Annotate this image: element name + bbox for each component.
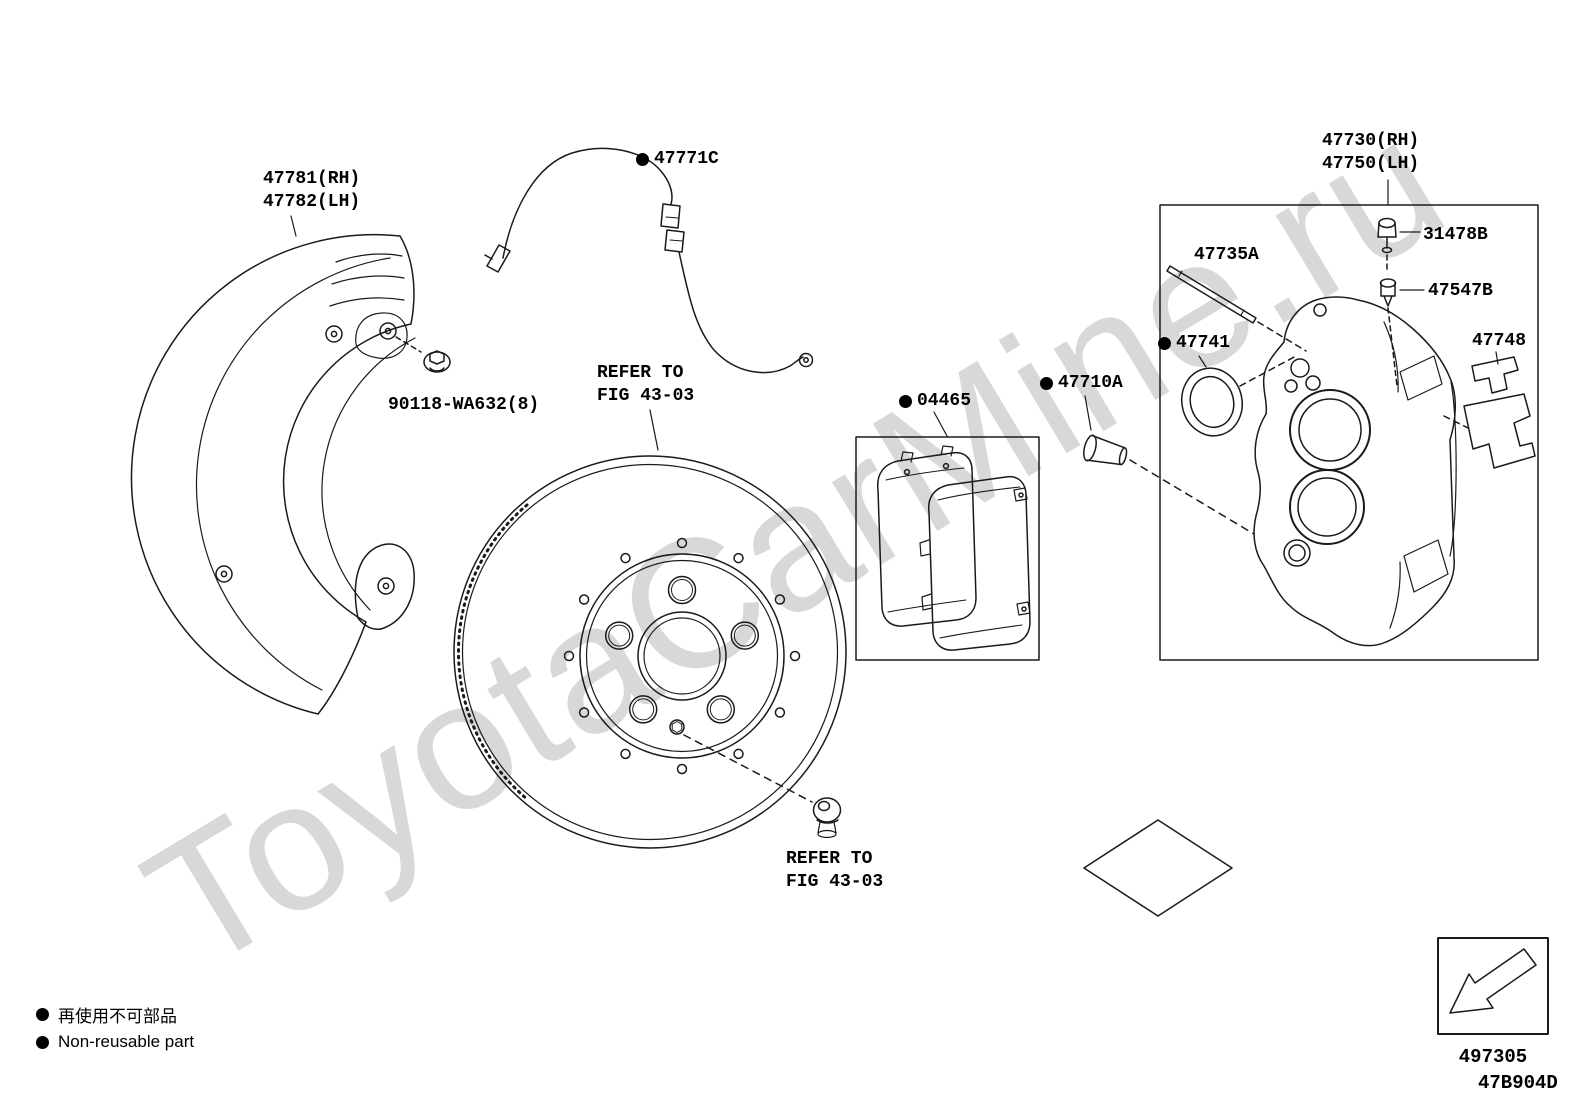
part-number: 31478B (1423, 225, 1488, 245)
pad-pin-drawing (1083, 434, 1128, 466)
legend: 再使用不可部品 Non-reusable part (36, 1000, 194, 1056)
part-number: 90118-WA632(8) (388, 395, 540, 415)
wear-sensor-wire-drawing (484, 147, 814, 374)
part-number: 04465 (917, 391, 972, 411)
corner-direction-box (1437, 937, 1549, 1035)
part-number: 47781(RH) (263, 169, 361, 189)
part-number: 47547B (1428, 281, 1493, 301)
callout-dust-cover[interactable]: 47781(RH) 47782(LH) (263, 168, 360, 214)
part-number: 47741 (1176, 333, 1231, 353)
caliper-box-outline (1159, 204, 1539, 661)
non-reusable-bullet-icon (1040, 377, 1053, 390)
callout-bleeder-plug-cap[interactable]: 31478B (1423, 224, 1488, 247)
callout-cover-bolt[interactable]: 90118-WA632(8) (388, 394, 539, 417)
leader-lines (290, 179, 1499, 451)
non-reusable-bullet-icon (36, 1035, 49, 1049)
callout-pad-pin[interactable]: 47710A (1040, 372, 1123, 395)
non-reusable-bullet-icon (899, 395, 912, 408)
legend-row-en: Non-reusable part (36, 1028, 194, 1056)
part-number: 47771C (654, 149, 719, 169)
reference-line: REFER TO (597, 363, 684, 383)
part-number: 47710A (1058, 373, 1123, 393)
non-reusable-bullet-icon (36, 1007, 49, 1021)
brake-pads-drawing (876, 445, 1031, 651)
legend-row-jp: 再使用不可部品 (36, 1000, 194, 1028)
pad-support-plate-drawing (1463, 356, 1536, 469)
direction-arrow-icon (1449, 948, 1537, 1014)
non-reusable-bullet-icon (1158, 337, 1171, 350)
callout-bleeder-plug[interactable]: 47547B (1428, 280, 1493, 303)
reference-line: FIG 43-03 (786, 872, 884, 892)
bleeder-cap-drawing (1377, 217, 1397, 273)
caliper-drawing (1253, 296, 1469, 647)
rotor-set-screw-drawing (812, 797, 842, 839)
dust-cover-drawing (130, 233, 416, 715)
callout-wear-sensor-wire[interactable]: 47771C (636, 148, 719, 171)
part-number: 47730(RH) (1322, 131, 1420, 151)
brake-rotor-drawing (453, 455, 847, 849)
pad-pin-leader (1129, 459, 1255, 535)
part-number: 47782(LH) (263, 192, 361, 212)
part-number: 47750(LH) (1322, 154, 1420, 174)
cover-bolt-drawing (395, 336, 451, 373)
figure-code: 497305 (1458, 1046, 1528, 1068)
callout-caliper[interactable]: 47730(RH) 47750(LH) (1322, 130, 1419, 176)
legend-en-text: Non-reusable part (58, 1032, 195, 1051)
sensor-connector (486, 244, 511, 273)
callout-pad-support-plate[interactable]: 47748 (1472, 330, 1526, 353)
part-number: 47748 (1472, 331, 1527, 351)
part-number: 47735A (1194, 245, 1259, 265)
slide-pin-drawing (1166, 265, 1307, 352)
callout-brake-pads-kit[interactable]: 04465 (899, 390, 971, 413)
reference-line: FIG 43-03 (597, 386, 695, 406)
drawing-code: 47B904D (1478, 1072, 1558, 1094)
non-reusable-bullet-icon (636, 153, 649, 166)
brake-pads-box-outline (855, 436, 1040, 661)
reference-line: REFER TO (786, 849, 873, 869)
callout-slide-pin[interactable]: 47735A (1194, 244, 1259, 267)
legend-jp-text: 再使用不可部品 (58, 1006, 177, 1026)
gasket-pouch-drawing (1083, 819, 1233, 917)
note-rotor-reference: REFER TO FIG 43-03 (597, 362, 694, 408)
bleeder-plug-drawing (1379, 278, 1398, 387)
callout-piston-seal[interactable]: 47741 (1158, 332, 1230, 355)
note-set-screw-reference: REFER TO FIG 43-03 (786, 848, 883, 894)
piston-seal-drawing (1181, 355, 1297, 437)
